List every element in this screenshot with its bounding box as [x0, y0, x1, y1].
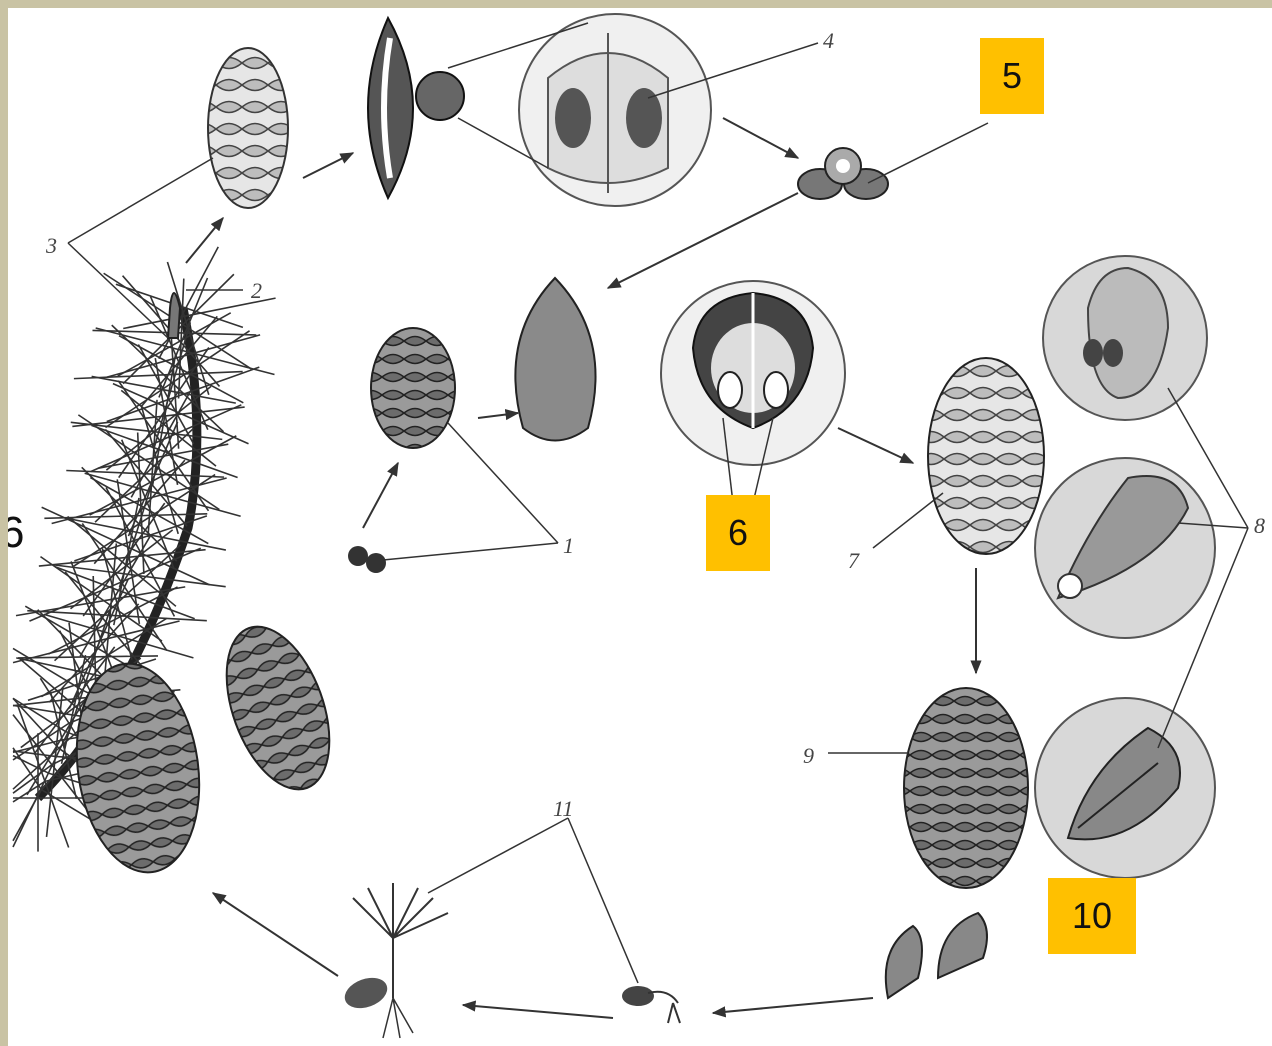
seed-embryo-tip: [1058, 574, 1082, 598]
young-shoot: [168, 293, 180, 338]
young-female-cone: [371, 328, 455, 448]
pollen-sac: [416, 72, 464, 120]
label-1: 1: [563, 533, 574, 558]
stray-label: 6: [8, 508, 24, 558]
label-8: 8: [1254, 513, 1265, 538]
pine-needle: [95, 466, 154, 522]
microspores-right: [626, 88, 662, 148]
pine-needle: [39, 557, 129, 566]
badge-6: 6: [706, 495, 770, 571]
pine-needle: [141, 516, 144, 574]
archegonia-dark-2: [1103, 339, 1123, 367]
archegonium-left: [718, 372, 742, 408]
badge-5: 5: [980, 38, 1044, 114]
maturing-cone: [928, 358, 1044, 554]
slide: 2 3 4 1 7 8 9 11 5 6 10 6: [8, 8, 1272, 1046]
seed-scale: [515, 278, 595, 441]
archegonia-dark-1: [1083, 339, 1103, 367]
cone-on-branch: [207, 613, 350, 804]
label-9: 9: [803, 743, 814, 768]
pine-needle: [116, 599, 132, 660]
pine-needle: [13, 705, 72, 715]
seedling: [341, 883, 448, 1038]
pine-needle: [146, 478, 227, 499]
microspores-left: [555, 88, 591, 148]
winged-seed-2: [938, 913, 987, 978]
archegonium-right: [764, 372, 788, 408]
pollen-grain: [798, 148, 888, 199]
label-3: 3: [45, 233, 57, 258]
female-cone-bud-2: [366, 553, 386, 573]
germinating-seed: [622, 986, 680, 1023]
open-mature-cone: [904, 688, 1028, 888]
mature-cone-on-branch: [64, 656, 212, 881]
pine-needle: [93, 576, 95, 657]
label-7: 7: [848, 548, 860, 573]
winged-seed-1: [886, 926, 922, 998]
male-cone: [208, 48, 288, 208]
label-2: 2: [251, 278, 262, 303]
badge-10: 10: [1048, 878, 1136, 954]
label-11: 11: [553, 796, 573, 821]
pine-needle: [95, 656, 158, 657]
female-cone-bud: [348, 546, 368, 566]
label-4: 4: [823, 28, 834, 53]
